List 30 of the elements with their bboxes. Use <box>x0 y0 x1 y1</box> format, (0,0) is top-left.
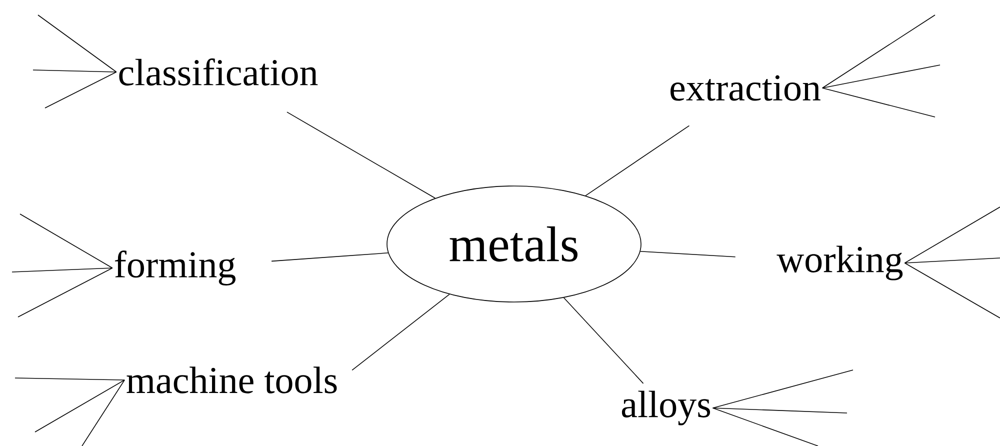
connector-line <box>640 250 736 258</box>
topic-label: machine tools <box>126 366 337 394</box>
connector-line <box>563 297 644 384</box>
branch-line <box>34 380 125 432</box>
branch-line <box>20 214 113 268</box>
branch-line <box>712 408 848 414</box>
branch-line <box>904 206 1000 264</box>
branch-line <box>12 268 113 272</box>
topic-label: working <box>776 246 903 280</box>
branch-line <box>32 70 117 72</box>
connector-line <box>352 294 450 371</box>
branch-line <box>18 268 113 318</box>
branch-line <box>822 14 936 88</box>
connector-line <box>271 252 388 262</box>
topic-label: forming <box>114 250 236 286</box>
branch-line <box>82 380 125 446</box>
branch-line <box>712 408 818 446</box>
branch-line <box>822 88 936 118</box>
topic-label: extraction <box>670 75 820 101</box>
topic-label: classification <box>119 58 318 86</box>
branch-line <box>904 262 1000 318</box>
branch-line <box>904 258 1000 264</box>
topic-label: alloys <box>622 390 710 426</box>
branch-line <box>44 72 117 108</box>
branch-line <box>822 64 940 88</box>
connector-line <box>286 112 436 199</box>
connector-line <box>585 125 690 196</box>
branch-line <box>38 14 117 72</box>
branch-line <box>14 378 125 380</box>
branch-line <box>712 370 854 408</box>
